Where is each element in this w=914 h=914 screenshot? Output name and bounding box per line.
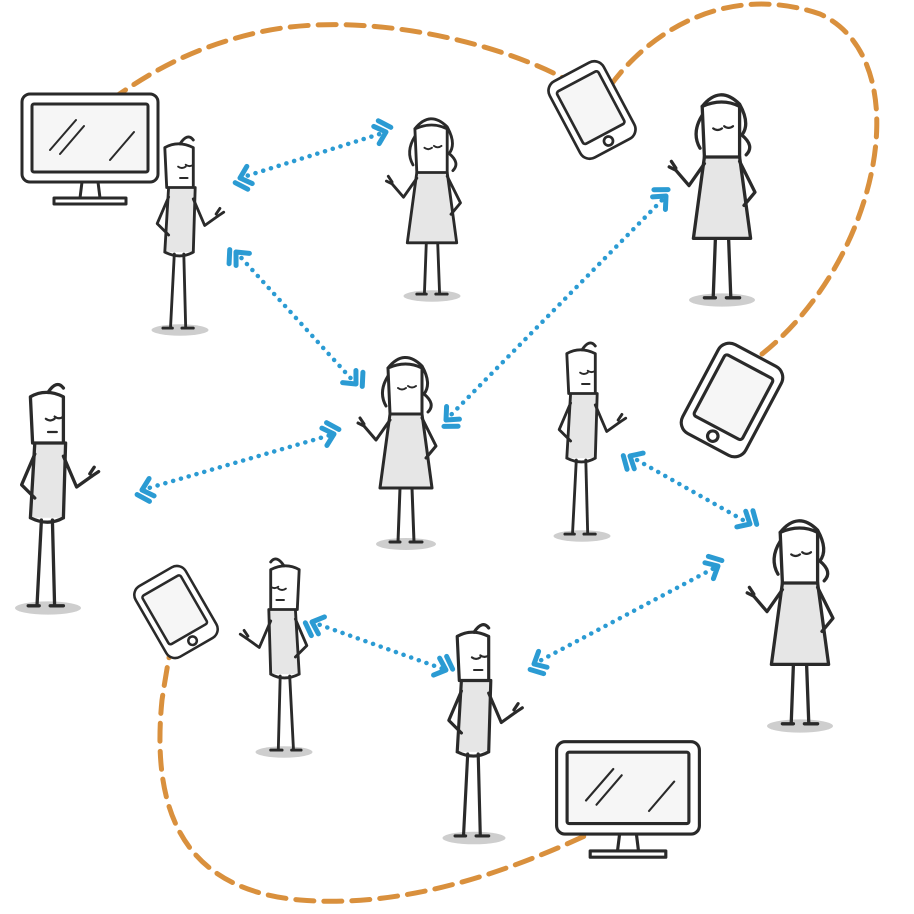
- person-link-arrowhead-3b: [441, 404, 462, 429]
- person-link-arrowhead-6a: [431, 653, 456, 678]
- tablet-mid-right-icon: [675, 337, 789, 463]
- person-link-6: [309, 619, 449, 673]
- woman-right-figure: [745, 519, 835, 735]
- person-link-7: [531, 563, 721, 667]
- person-link-4: [139, 431, 337, 493]
- tablet-bottom-left-icon: [129, 560, 223, 664]
- monitor-top-left-icon: [20, 92, 160, 206]
- person-link-arrowhead-7b: [527, 648, 550, 677]
- tablet-top-right-icon: [543, 56, 641, 164]
- person-link-2: [233, 249, 359, 387]
- man-top-left-figure: [150, 135, 226, 338]
- person-link-arrowhead-2b: [226, 247, 252, 268]
- device-link-2: [603, 1, 880, 357]
- person-link-5: [627, 453, 753, 527]
- person-link-arrowhead-7a: [702, 553, 725, 582]
- man-left-figure: [13, 382, 101, 617]
- woman-top-center-figure: [384, 117, 462, 304]
- person-link-arrowhead-5b: [620, 450, 646, 472]
- person-link-arrowhead-1a: [371, 118, 394, 147]
- person-link-arrowhead-5a: [734, 508, 760, 530]
- device-link-3: [157, 619, 637, 904]
- person-link-arrowhead-3a: [650, 187, 671, 212]
- person-link-3: [443, 193, 669, 423]
- woman-top-right-figure: [667, 93, 757, 309]
- man-bottom-left-figure: [238, 557, 314, 760]
- man-bottom-center-figure: [440, 623, 524, 846]
- person-link-arrowhead-2a: [340, 368, 366, 389]
- person-link-arrowhead-1b: [232, 163, 255, 192]
- device-link-1: [93, 22, 581, 113]
- person-link-arrowhead-4b: [134, 476, 157, 504]
- person-link-arrowhead-4a: [319, 420, 342, 448]
- man-mid-right-figure: [552, 341, 628, 544]
- person-link-arrowhead-6b: [302, 614, 327, 639]
- person-link-1: [237, 129, 389, 181]
- woman-center-figure: [356, 355, 438, 552]
